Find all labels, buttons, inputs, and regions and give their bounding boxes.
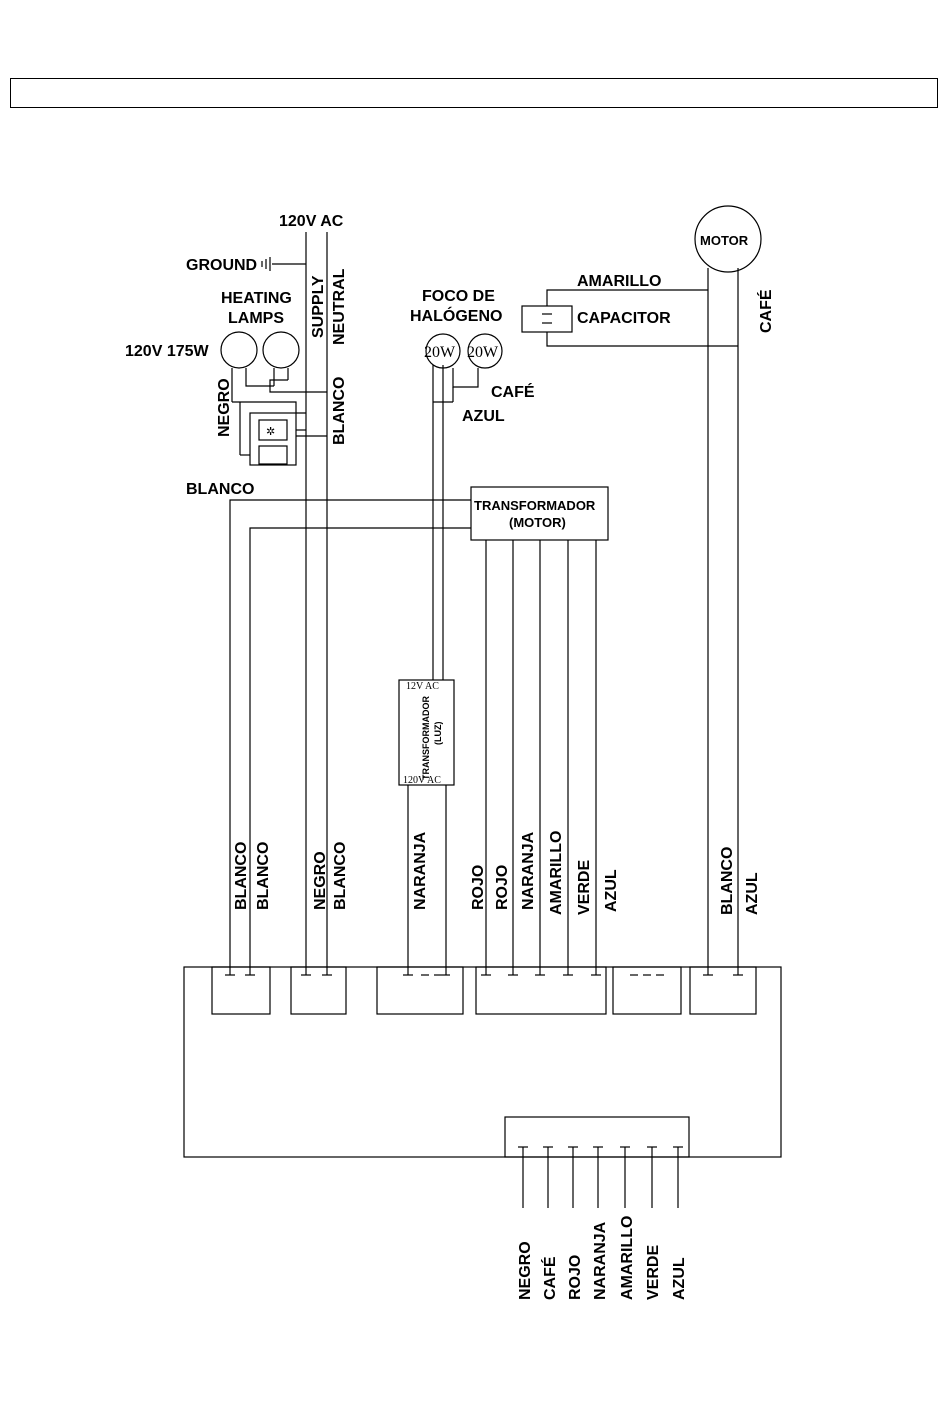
transformer-luz-line1: TRANSFORMADOR <box>421 696 431 780</box>
transformer-luz-box <box>398 679 455 786</box>
control-board <box>183 966 782 1208</box>
motor-cafe-label: CAFÉ <box>756 289 775 333</box>
halogen-title-1: FOCO DE <box>422 288 495 305</box>
transformer-motor-outputs <box>485 540 597 975</box>
connector-5 <box>612 966 682 1015</box>
transformer-luz-top: 12V AC <box>406 681 439 692</box>
capacitor-label: CAPACITOR <box>577 310 671 327</box>
terminal-label: NARANJA <box>520 831 537 910</box>
bottom-wire-labels: NEGRO CAFÉ ROJO NARANJA AMARILLO VERDE A… <box>517 1216 688 1300</box>
transformer-luz-outputs <box>407 785 447 975</box>
heating-lamp-left <box>220 331 258 402</box>
terminal-label: BLANCO <box>233 842 250 910</box>
terminal-label: NEGRO <box>312 851 329 910</box>
terminal-label: AZUL <box>744 872 761 915</box>
heating-switch-wiring <box>232 379 327 466</box>
halogen-lamp2-label: 20W <box>467 344 499 361</box>
halogen-azul-label: AZUL <box>462 408 505 425</box>
bottom-label: CAFÉ <box>540 1256 559 1300</box>
transformer-motor-box <box>470 486 609 541</box>
supply-wires <box>261 232 328 975</box>
header-box <box>10 78 938 108</box>
bottom-label: VERDE <box>645 1245 662 1300</box>
terminal-label: BLANCO <box>332 842 349 910</box>
motor-circuit <box>521 205 762 975</box>
terminal-label: VERDE <box>576 860 593 915</box>
bottom-label: ROJO <box>567 1255 584 1300</box>
terminal-label: AZUL <box>603 869 620 912</box>
supply-blanco-label: BLANCO <box>331 377 348 445</box>
supply-label: SUPPLY <box>310 275 327 338</box>
bottom-label: AMARILLO <box>619 1216 636 1300</box>
neutral-label: NEUTRAL <box>331 268 348 345</box>
halogen-lamps <box>425 333 503 680</box>
heating-negro-label: NEGRO <box>216 378 233 437</box>
halogen-cafe-label: CAFÉ <box>491 382 535 401</box>
terminal-labels: BLANCO BLANCO NEGRO BLANCO NARANJA ROJO … <box>233 831 761 915</box>
motor-label: MOTOR <box>700 233 749 248</box>
connector-3 <box>376 966 464 1015</box>
connector-1 <box>211 966 271 1015</box>
blanco-crossover-wires <box>229 499 471 975</box>
ground-label: GROUND <box>186 257 257 274</box>
terminal-label: AMARILLO <box>548 831 565 915</box>
terminal-label: BLANCO <box>719 847 736 915</box>
blanco-crossover-label: BLANCO <box>186 481 254 498</box>
heating-lamp-right <box>262 331 300 386</box>
halogen-title-2: HALÓGENO <box>410 306 502 325</box>
connector-6 <box>689 966 757 1015</box>
heating-rating: 120V 175W <box>125 343 210 360</box>
transformer-luz-bottom: 120V AC <box>403 775 441 786</box>
connector-2 <box>290 966 347 1015</box>
transformer-luz-line2: (LUZ) <box>433 722 443 746</box>
motor-amarillo-label: AMARILLO <box>577 273 661 290</box>
supply-voltage-label: 120V AC <box>279 213 344 230</box>
terminal-label: ROJO <box>470 865 487 910</box>
terminal-label: BLANCO <box>255 842 272 910</box>
bottom-label: NARANJA <box>592 1221 609 1300</box>
transformer-motor-line1: TRANSFORMADOR <box>474 498 596 513</box>
heating-title-2: LAMPS <box>228 310 284 327</box>
bottom-label: AZUL <box>671 1257 688 1300</box>
connector-bottom <box>504 1116 690 1158</box>
transformer-motor-line2: (MOTOR) <box>509 515 566 530</box>
heating-title-1: HEATING <box>221 290 292 307</box>
bottom-label: NEGRO <box>517 1241 534 1300</box>
halogen-lamp1-label: 20W <box>424 344 456 361</box>
terminal-label: ROJO <box>494 865 511 910</box>
terminal-label: NARANJA <box>412 831 429 910</box>
switch-spark-icon: ✲ <box>266 426 275 438</box>
connector-4 <box>475 966 607 1015</box>
